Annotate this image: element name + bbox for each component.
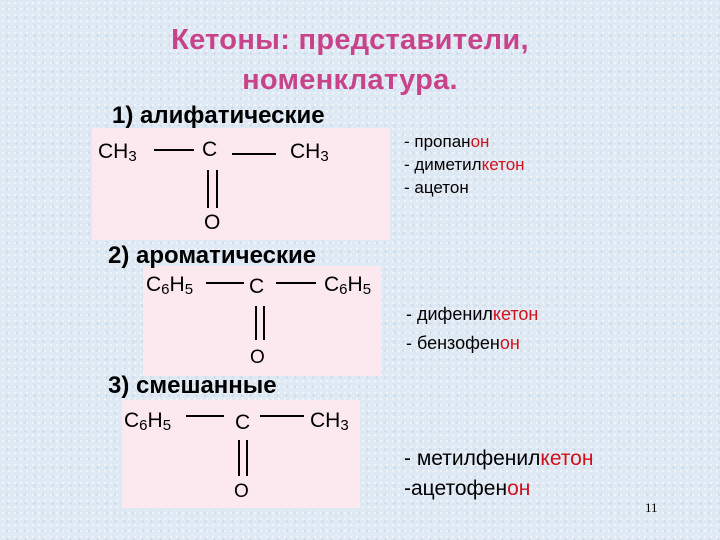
bond-right bbox=[276, 282, 316, 284]
title-line-2: номенклатура. bbox=[242, 64, 458, 96]
page-number: 11 bbox=[645, 500, 658, 515]
section-heading-aliphatic: 1) алифатические bbox=[112, 102, 325, 129]
double-bond-line-1 bbox=[238, 440, 240, 476]
formula-carbonyl-carbon: C bbox=[249, 275, 265, 298]
formula-right-group: CH3 bbox=[310, 409, 349, 434]
formula-left-group: C6H5 bbox=[146, 273, 194, 298]
double-bond-line-2 bbox=[263, 306, 265, 340]
names-aromatic: - дифенилкетон - бензофенон bbox=[406, 300, 538, 358]
formula-right-group: CH3 bbox=[290, 140, 329, 165]
names-mixed: - метилфенилкетон -ацетофенон bbox=[404, 444, 593, 504]
formula-box-aliphatic bbox=[92, 128, 390, 240]
name-item: - диметилкетон bbox=[404, 155, 525, 174]
formula-left-group: CH3 bbox=[98, 140, 137, 165]
formula-oxygen: O bbox=[234, 481, 249, 502]
double-bond-line-1 bbox=[255, 306, 257, 340]
name-item: - метилфенилкетон bbox=[404, 447, 594, 470]
section-heading-aromatic: 2) ароматические bbox=[108, 242, 317, 269]
formula-oxygen: O bbox=[250, 347, 265, 368]
double-bond-line-1 bbox=[207, 170, 209, 208]
bond-left bbox=[186, 415, 224, 417]
name-item: - дифенилкетон bbox=[406, 304, 539, 324]
formula-box-mixed bbox=[122, 400, 360, 508]
slide-title: Кетоны: представители, номенклатура. bbox=[120, 20, 580, 100]
name-item: -ацетофенон bbox=[404, 477, 531, 500]
section-heading-mixed: 3) смешанные bbox=[108, 372, 277, 399]
bond-left bbox=[154, 149, 194, 151]
name-item: - ацетон bbox=[404, 178, 469, 197]
name-item: - бензофенон bbox=[406, 333, 520, 353]
formula-oxygen: O bbox=[204, 211, 221, 234]
bond-right bbox=[232, 153, 276, 155]
formula-carbonyl-carbon: C bbox=[202, 138, 218, 161]
formula-carbonyl-carbon: C bbox=[235, 411, 251, 434]
title-line-1: Кетоны: представители, bbox=[171, 24, 529, 56]
formula-box-aromatic bbox=[143, 266, 381, 376]
names-aliphatic: - пропанон - диметилкетон - ацетон bbox=[404, 130, 525, 199]
bond-right bbox=[260, 415, 304, 417]
formula-right-group: C6H5 bbox=[324, 273, 372, 298]
formula-left-group: C6H5 bbox=[124, 409, 172, 434]
name-item: - пропанон bbox=[404, 132, 490, 151]
bond-left bbox=[206, 282, 244, 284]
double-bond-line-2 bbox=[246, 440, 248, 476]
double-bond-line-2 bbox=[216, 170, 218, 208]
